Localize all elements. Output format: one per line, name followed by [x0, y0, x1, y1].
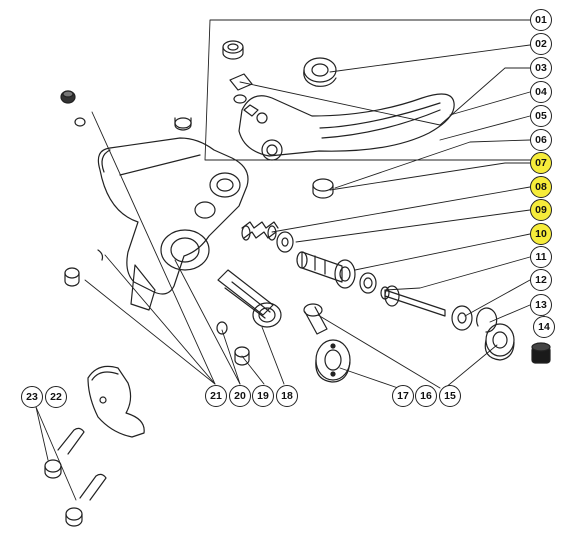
callout-08[interactable]: 08 [530, 176, 552, 198]
part-02-cam [303, 57, 337, 87]
callout-16[interactable]: 16 [415, 385, 437, 407]
part-12-washer [451, 305, 473, 331]
callout-01[interactable]: 01 [530, 9, 552, 31]
callout-14[interactable]: 14 [533, 316, 555, 338]
part-08-washer [276, 231, 294, 253]
callout-07[interactable]: 07 [530, 152, 552, 174]
part-09-piston [296, 251, 356, 289]
part-18-reservoir-bladder [217, 269, 282, 328]
callout-04[interactable]: 04 [530, 81, 552, 103]
callout-23[interactable]: 23 [21, 386, 43, 408]
callout-15[interactable]: 15 [439, 385, 461, 407]
part-left-plug [64, 249, 104, 287]
callout-11[interactable]: 11 [530, 246, 552, 268]
callout-21[interactable]: 21 [205, 385, 227, 407]
callout-05[interactable]: 05 [530, 105, 552, 127]
part-03-04-brake-lever [229, 73, 455, 161]
part-19-bleed-screw [234, 346, 250, 366]
callout-22[interactable]: 22 [45, 386, 67, 408]
part-15-bushing [484, 323, 515, 361]
leader-lines [35, 19, 546, 501]
callout-12[interactable]: 12 [530, 269, 552, 291]
part-14-set-screw [531, 342, 551, 364]
part-11-push-rod [380, 285, 446, 317]
part-20-o-ring [216, 321, 228, 335]
part-10-seal [359, 272, 377, 294]
callout-02[interactable]: 02 [530, 33, 552, 55]
callout-19[interactable]: 19 [252, 385, 274, 407]
callout-09[interactable]: 09 [530, 199, 552, 221]
part-23-clamp-bolts [44, 427, 107, 527]
callout-06[interactable]: 06 [530, 129, 552, 151]
callout-03[interactable]: 03 [530, 57, 552, 79]
part-22-clamp [87, 365, 145, 438]
part-16-adjuster-pin [303, 303, 328, 335]
callout-17[interactable]: 17 [392, 385, 414, 407]
callout-10[interactable]: 10 [530, 223, 552, 245]
callout-18[interactable]: 18 [276, 385, 298, 407]
callout-20[interactable]: 20 [229, 385, 251, 407]
part-top-left-cap [60, 90, 86, 127]
master-cylinder-body [97, 137, 249, 311]
part-13-circlip [476, 307, 498, 333]
part-06-spacer [312, 178, 334, 199]
part-17-adjuster-knob [315, 339, 351, 383]
callout-13[interactable]: 13 [530, 294, 552, 316]
part-07-spring [241, 221, 279, 241]
part-01-bushing [174, 40, 244, 131]
